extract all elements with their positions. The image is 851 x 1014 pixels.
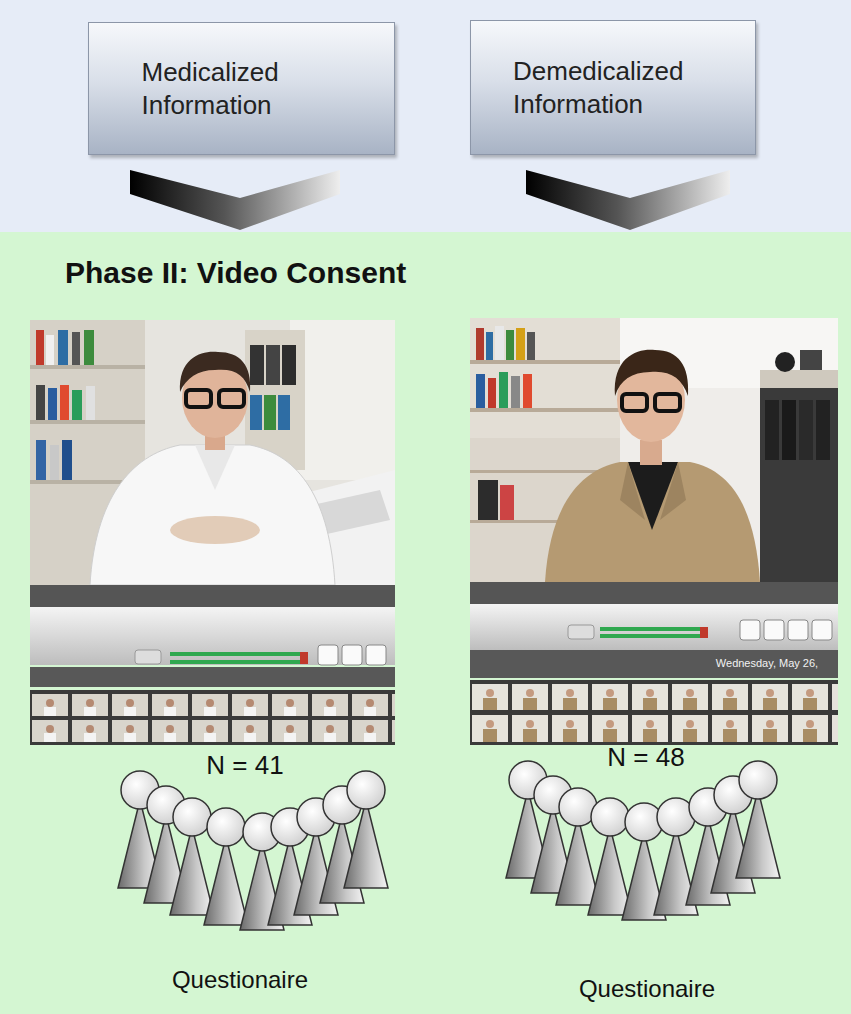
participant-group xyxy=(118,771,388,930)
sample-size: N = 48 xyxy=(607,742,684,773)
top-band xyxy=(0,0,851,232)
sample-size: N = 41 xyxy=(206,750,283,781)
info-box: Demedicalized Information xyxy=(470,20,756,155)
participant-group xyxy=(506,761,780,920)
video-screenshot xyxy=(470,318,838,745)
date-text: Wednesday, May 26, xyxy=(716,657,818,669)
questionnaire-label: Questionaire xyxy=(172,966,308,994)
box-text: Demedicalized Information xyxy=(513,55,713,120)
questionnaire-label: Questionaire xyxy=(579,975,715,1003)
info-box: Medicalized Information xyxy=(88,22,395,155)
green-band xyxy=(0,232,851,1014)
section-heading: Phase II: Video Consent xyxy=(65,256,406,290)
phase-band: Phase II: Video Consent xyxy=(0,232,851,1014)
video-screenshot xyxy=(30,320,395,745)
box-text: Medicalized Information xyxy=(142,56,342,121)
down-chevrons xyxy=(130,170,730,230)
